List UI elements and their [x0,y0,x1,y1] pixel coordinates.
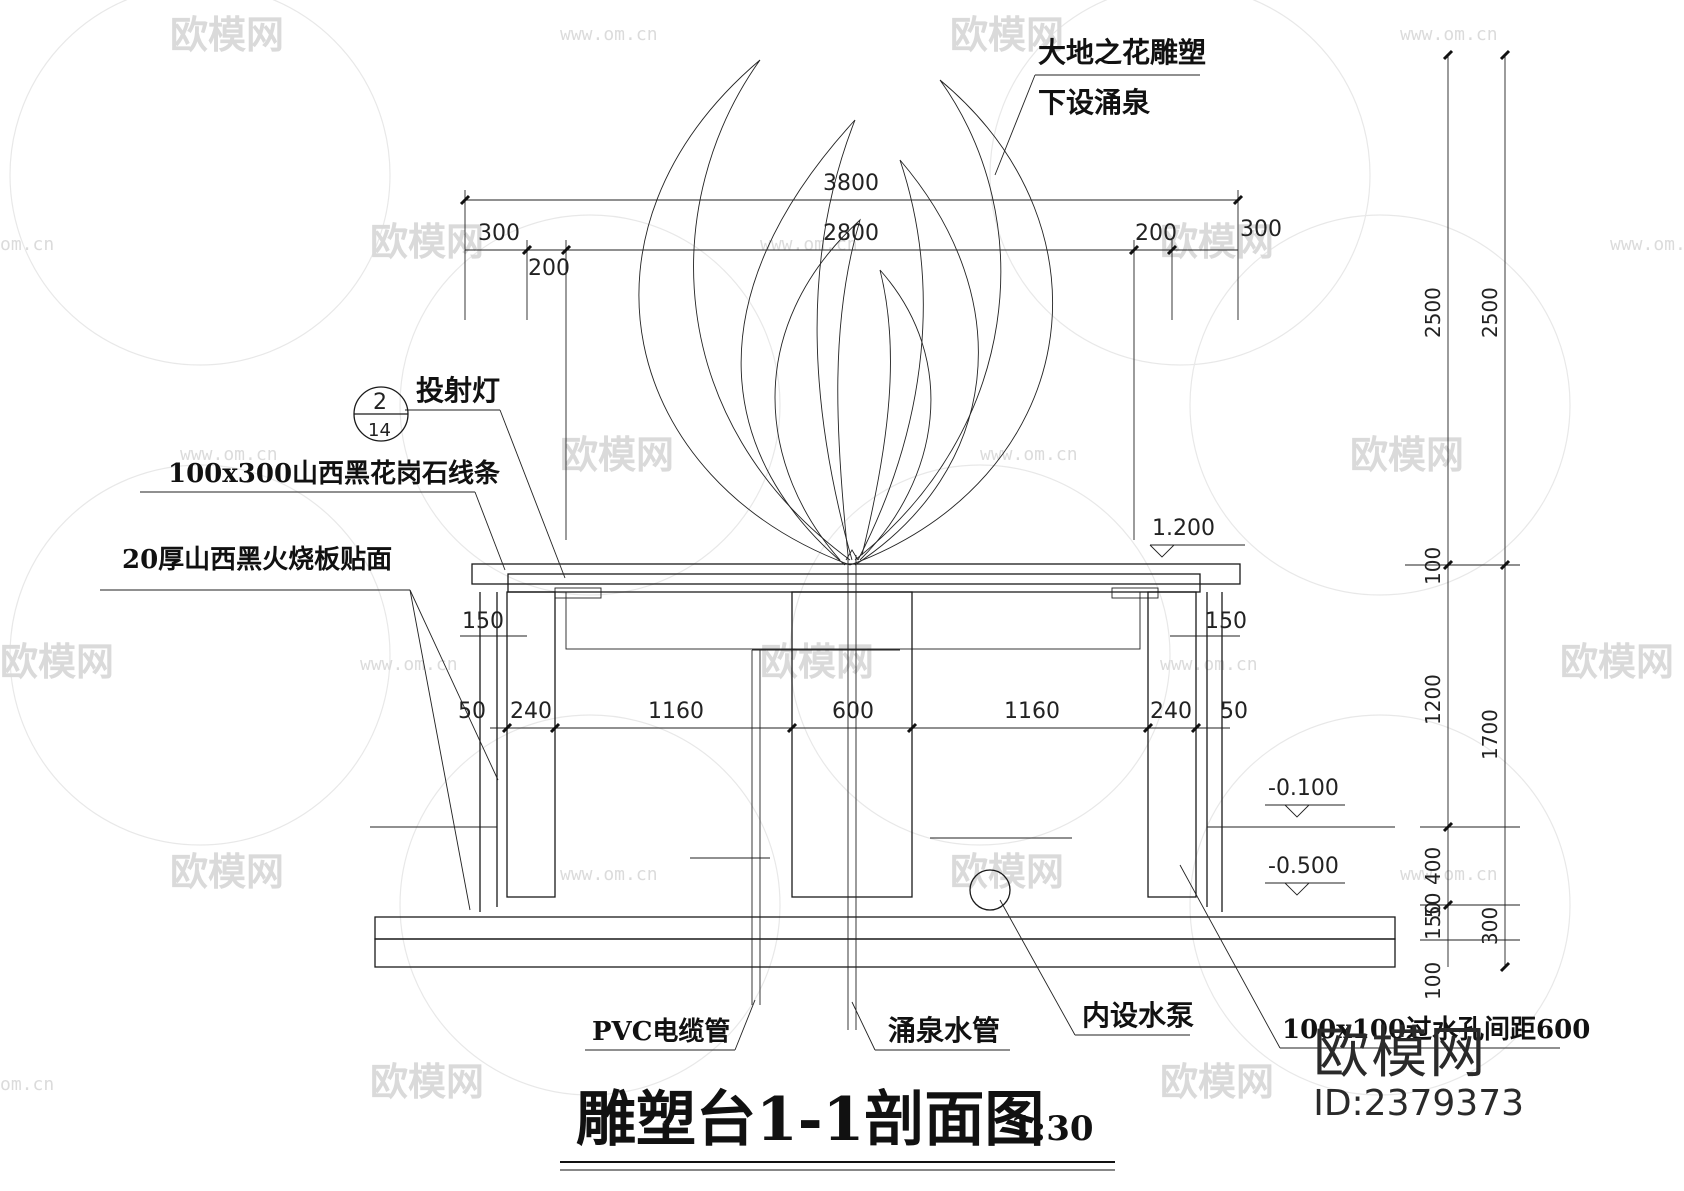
title-text: 雕塑台1-1剖面图 [576,1085,1044,1155]
label-pvc: PVC电缆管 [592,1016,730,1047]
watermark-url: www.om.cn [1610,234,1684,255]
dimension-lines [460,55,1520,967]
watermark-brand: 欧模网 [560,433,674,477]
label-sculpture: 大地之花雕塑 [1038,36,1206,69]
label-holes: 100x100过水孔间距600 [1282,1015,1590,1045]
leader-lines [100,74,1560,1051]
dim-left-240: 240 [510,699,552,724]
label-fountain-below: 下设涌泉 [1038,86,1151,119]
dim-left-200: 200 [528,256,570,281]
watermark-brand: 欧模网 [0,640,114,684]
vertical-dimension-text: 2500 2500 100 1200 1700 400 150 300 50 1… [1421,287,1502,1000]
elevation-bottom: -0.500 [1268,854,1339,879]
elevation-water: -0.100 [1268,776,1339,801]
label-fountain-pipe: 涌泉水管 [888,1014,1000,1047]
dim-v-50: 50 [1421,893,1445,918]
dim-v-1200: 1200 [1421,674,1445,725]
watermark-url: www.om.cn [180,444,278,465]
watermark-brand: 欧模网 [170,13,284,57]
dim-span-right: 1160 [1004,699,1060,724]
detail-index-symbol: 2 14 [353,386,409,442]
dim-v-100: 100 [1421,547,1445,585]
watermark-brand: 欧模网 [370,220,484,264]
watermark-brand: 欧模网 [1160,220,1274,264]
walls [479,591,1223,912]
dim-span-left: 1160 [648,699,704,724]
watermark-brand: 欧模网 [1160,1060,1274,1104]
dimension-text: 3800 2800 300 300 200 200 150 150 50 240… [458,171,1282,724]
dim-inner-width: 2800 [823,221,879,246]
dim-right-300: 300 [1240,217,1282,242]
watermark-url: www.om.cn [980,444,1078,465]
watermark-brand: 欧模网 [170,850,284,894]
dim-overall-width: 3800 [823,171,879,196]
watermark-url-short: om.cn [0,1074,54,1095]
dim-v-150: 150 [1421,902,1445,940]
label-pump: 内设水泵 [1082,999,1194,1032]
watermark-url: www.om.cn [360,654,458,675]
watermark-url: www.om.cn [560,864,658,885]
watermark-brand: 欧模网 [950,13,1064,57]
watermark-id-code: ID:2379373 [1313,1083,1524,1124]
watermark-layer: 欧模网 欧模网 欧模网 欧模网 欧模网 欧模网 欧模网 欧模网 欧模网 欧模网 … [0,0,1684,1104]
dim-v-400: 400 [1421,847,1445,885]
dim-v-2500-a: 2500 [1421,287,1445,338]
watermark-url: www.om.cn [1400,864,1498,885]
dim-left-300: 300 [478,221,520,246]
dim-left-150: 150 [462,609,504,634]
pipes [751,549,900,1030]
dim-right-240: 240 [1150,699,1192,724]
dim-v-2500-b: 2500 [1478,287,1502,338]
dim-v-100-low: 100 [1421,962,1445,1000]
watermark-url: www.om.cn [1400,24,1498,45]
watermark-brand: 欧模网 [1560,640,1674,684]
title-scale: 1:30 [1010,1109,1094,1149]
watermark-brand: 欧模网 [950,850,1064,894]
dim-v-300: 300 [1478,907,1502,945]
elevation-markers: 1.200 -0.100 -0.500 [1149,516,1345,896]
elevation-top: 1.200 [1152,516,1215,541]
dimension-ticks [459,49,1511,973]
flower-sculpture [638,59,1054,566]
dim-right-150: 150 [1205,609,1247,634]
watermark-id-brand: 欧模网 [1313,1021,1488,1086]
index-bottom: 14 [368,420,391,441]
label-facing: 20厚山西黑火烧板贴面 [122,545,392,575]
label-spotlight: 投射灯 [416,374,500,407]
watermark-url: www.om.cn [1160,654,1258,675]
watermark-brand: 欧模网 [1350,433,1464,477]
callout-labels: 大地之花雕塑 下设涌泉 投射灯 100x300山西黑花岗石线条 20厚山西黑火烧… [122,36,1590,1047]
base-slab [370,826,1396,968]
dim-right-50: 50 [1220,699,1248,724]
index-top: 2 [373,390,387,415]
watermark-brand: 欧模网 [370,1060,484,1104]
watermark-id-block: 欧模网 ID:2379373 [1313,1008,1524,1124]
dim-v-1700: 1700 [1478,709,1502,760]
watermark-url-short: om.cn [0,234,54,255]
watermark-url: www.om.cn [560,24,658,45]
drawing-title: 雕塑台1-1剖面图 1:30 [560,1085,1115,1171]
label-granite-strip: 100x300山西黑花岗石线条 [168,459,501,489]
dim-right-200: 200 [1135,221,1177,246]
dim-center: 600 [832,699,874,724]
watermark-brand: 欧模网 [760,640,874,684]
